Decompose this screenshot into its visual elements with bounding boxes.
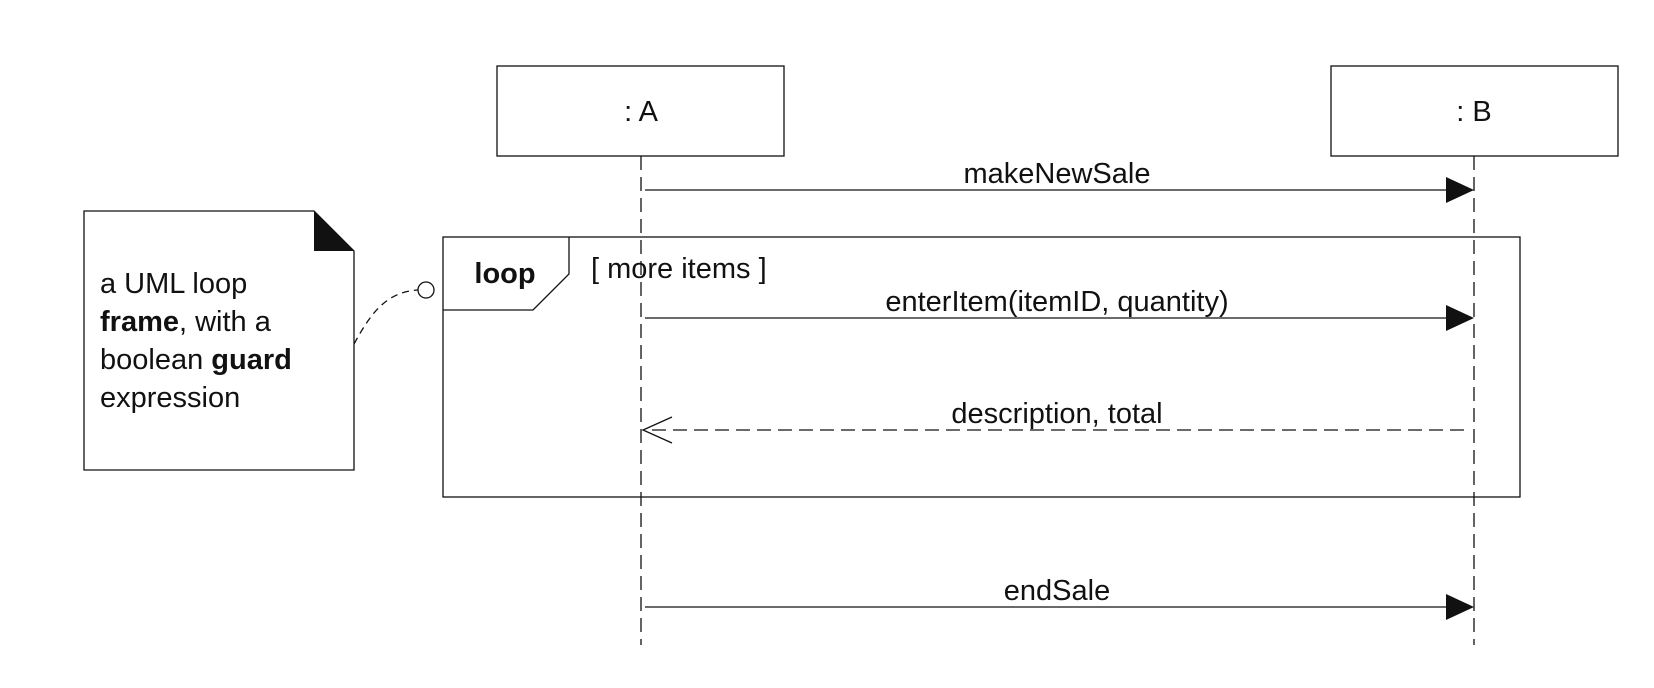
participant-b-box — [1330, 65, 1619, 157]
message-makeNewSale-label: makeNewSale — [964, 158, 1151, 190]
loop-guard-label: [ more items ] — [591, 253, 767, 285]
arrowhead-endSale — [1446, 594, 1474, 620]
message-makeNewSale: makeNewSale — [645, 158, 1474, 203]
message-enterItem: enterItem(itemID, quantity) — [645, 286, 1474, 331]
note-line-4-run-1: expression — [100, 382, 240, 414]
loop-operator-label: loop — [474, 258, 535, 290]
participant-a: : A — [496, 65, 785, 157]
note-line-2-run-1: frame — [100, 306, 179, 338]
message-reply: description, total — [641, 398, 1464, 444]
note-line-2-run-2: , with a — [179, 306, 272, 338]
loop-frame-border — [442, 236, 1521, 498]
note-connector — [353, 289, 419, 345]
participant-a-box — [496, 65, 785, 157]
note-line-3-run-2: guard — [211, 344, 292, 376]
arrowhead-enterItem — [1446, 305, 1474, 331]
message-enterItem-label: enterItem(itemID, quantity) — [885, 286, 1228, 318]
note: a UML loop frame, with a boolean guard expr… — [83, 210, 355, 471]
note-body — [83, 210, 355, 471]
participant-b-label: : B — [1456, 96, 1491, 128]
loop-frame-tab — [443, 237, 570, 311]
note-folded-corner — [314, 211, 354, 251]
participant-b: : B — [1330, 65, 1619, 157]
note-line-3-run-1: boolean — [100, 344, 211, 376]
arrowhead-reply-open — [641, 416, 673, 444]
arrowhead-makeNewSale — [1446, 177, 1474, 203]
note-anchor-circle — [417, 281, 435, 299]
loop-frame: loop [ more items ] — [442, 236, 1521, 498]
participant-a-label: : A — [624, 96, 659, 128]
message-endSale-label: endSale — [1004, 575, 1110, 607]
message-endSale: endSale — [645, 575, 1474, 620]
note-line-1-run-1: a UML loop — [100, 268, 247, 300]
message-reply-label: description, total — [951, 398, 1162, 430]
note-text: a UML loop frame, with a boolean guard expr… — [100, 268, 292, 414]
